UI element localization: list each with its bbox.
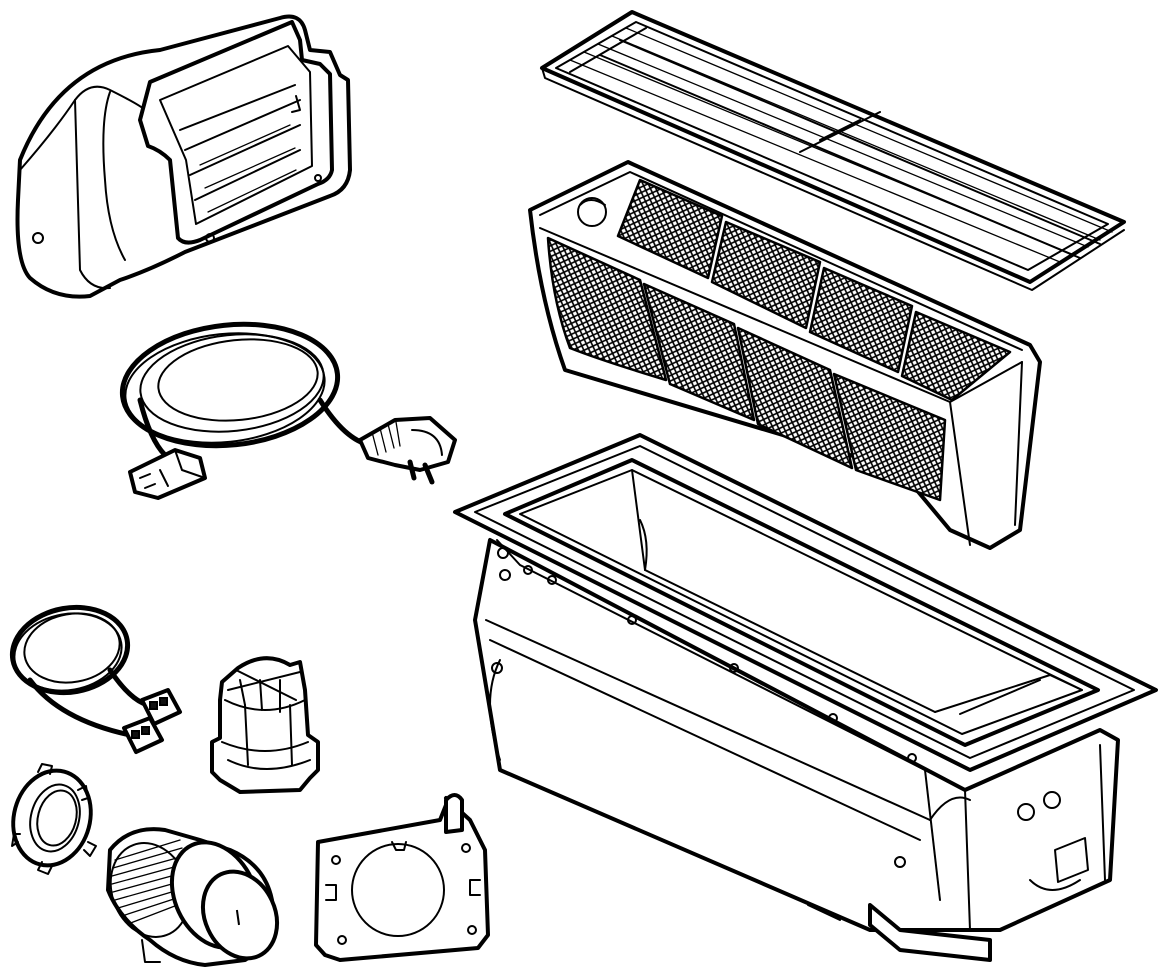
power-cable xyxy=(119,321,457,500)
main-housing xyxy=(453,433,1158,962)
lock-nut xyxy=(11,763,97,875)
connector-plug-2 xyxy=(122,716,164,754)
rotary-knob xyxy=(210,656,320,794)
iec-connector xyxy=(128,448,207,500)
filter-cassette xyxy=(528,160,1042,550)
connection-cable xyxy=(9,604,182,754)
duct-outlet-housing xyxy=(15,14,352,299)
connector-plug-1 xyxy=(140,688,182,726)
cover-grille xyxy=(540,10,1126,291)
push-switch: I xyxy=(106,827,279,967)
switch-mark-label: I xyxy=(233,905,243,931)
mains-plug xyxy=(358,416,457,485)
mounting-plate xyxy=(314,793,490,962)
